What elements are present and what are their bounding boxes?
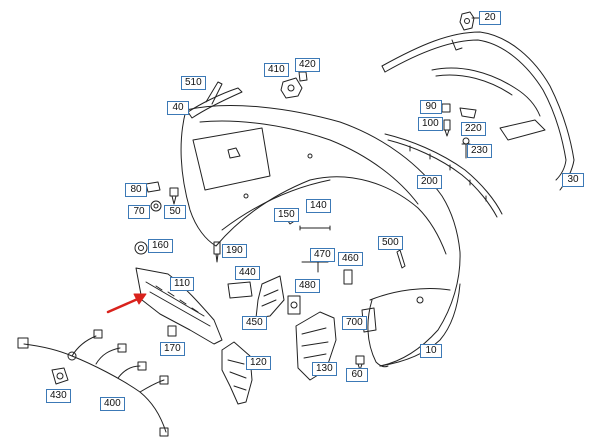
rod-part-140 [299, 225, 331, 231]
callout-420: 420 [295, 58, 320, 72]
clip-part-420 [298, 71, 308, 82]
strip-part-510 [205, 81, 223, 105]
callout-140: 140 [306, 199, 331, 213]
callout-220: 220 [461, 122, 486, 136]
bumper-cover-part-10 [180, 105, 461, 368]
bracket-part-220 [459, 107, 477, 119]
callout-100: 100 [418, 117, 443, 131]
screw-part-50 [169, 187, 179, 205]
callout-460: 460 [338, 252, 363, 266]
clip-part-90 [441, 103, 451, 113]
strip-part-40 [187, 87, 243, 119]
callout-90: 90 [420, 100, 442, 114]
clip-part-20 [459, 11, 480, 31]
bracket-part-450 [255, 275, 285, 319]
sensor-part-430 [51, 367, 69, 385]
screw-part-60 [355, 355, 365, 371]
nut-part-70 [150, 200, 162, 212]
callout-120: 120 [246, 356, 271, 370]
wiring-harness-part-400 [17, 329, 169, 437]
rod-part-470 [301, 261, 329, 273]
callout-440: 440 [235, 266, 260, 280]
callout-470: 470 [310, 248, 335, 262]
callout-40: 40 [167, 101, 189, 115]
callout-500: 500 [378, 236, 403, 250]
callout-50: 50 [164, 205, 186, 219]
clip-part-80 [145, 181, 161, 193]
callout-510: 510 [181, 76, 206, 90]
callout-190: 190 [222, 244, 247, 258]
callout-450: 450 [242, 316, 267, 330]
callout-480: 480 [295, 279, 320, 293]
callout-700: 700 [342, 316, 367, 330]
strip-part-500 [396, 249, 406, 269]
callout-80: 80 [125, 183, 147, 197]
callout-400: 400 [100, 397, 125, 411]
label-part-440 [227, 281, 253, 299]
rear-diffuser-part-30 [381, 31, 575, 191]
bracket-part-120 [221, 341, 253, 405]
connector-part-410 [280, 77, 303, 99]
trim-strip-part-200 [384, 133, 503, 218]
callout-110: 110 [170, 277, 194, 291]
callout-430: 430 [46, 389, 71, 403]
clip-part-190 [213, 241, 221, 263]
callout-200: 200 [417, 175, 442, 189]
clip-part-170 [167, 325, 177, 337]
callout-60: 60 [346, 368, 368, 382]
callout-230: 230 [467, 144, 492, 158]
callout-160: 160 [148, 239, 173, 253]
callout-30: 30 [562, 173, 584, 187]
bracket-part-130 [295, 311, 337, 381]
callout-130: 130 [312, 362, 337, 376]
callout-10: 10 [420, 344, 442, 358]
bracket-part-480 [287, 295, 301, 315]
grommet-part-160 [134, 241, 148, 255]
screw-part-100 [443, 119, 451, 137]
callout-170: 170 [160, 342, 185, 356]
callout-150: 150 [274, 208, 299, 222]
callout-410: 410 [264, 63, 289, 77]
callout-20: 20 [479, 11, 501, 25]
clip-part-460 [343, 269, 353, 285]
red-pointer-arrow [106, 293, 147, 314]
callout-70: 70 [128, 205, 150, 219]
